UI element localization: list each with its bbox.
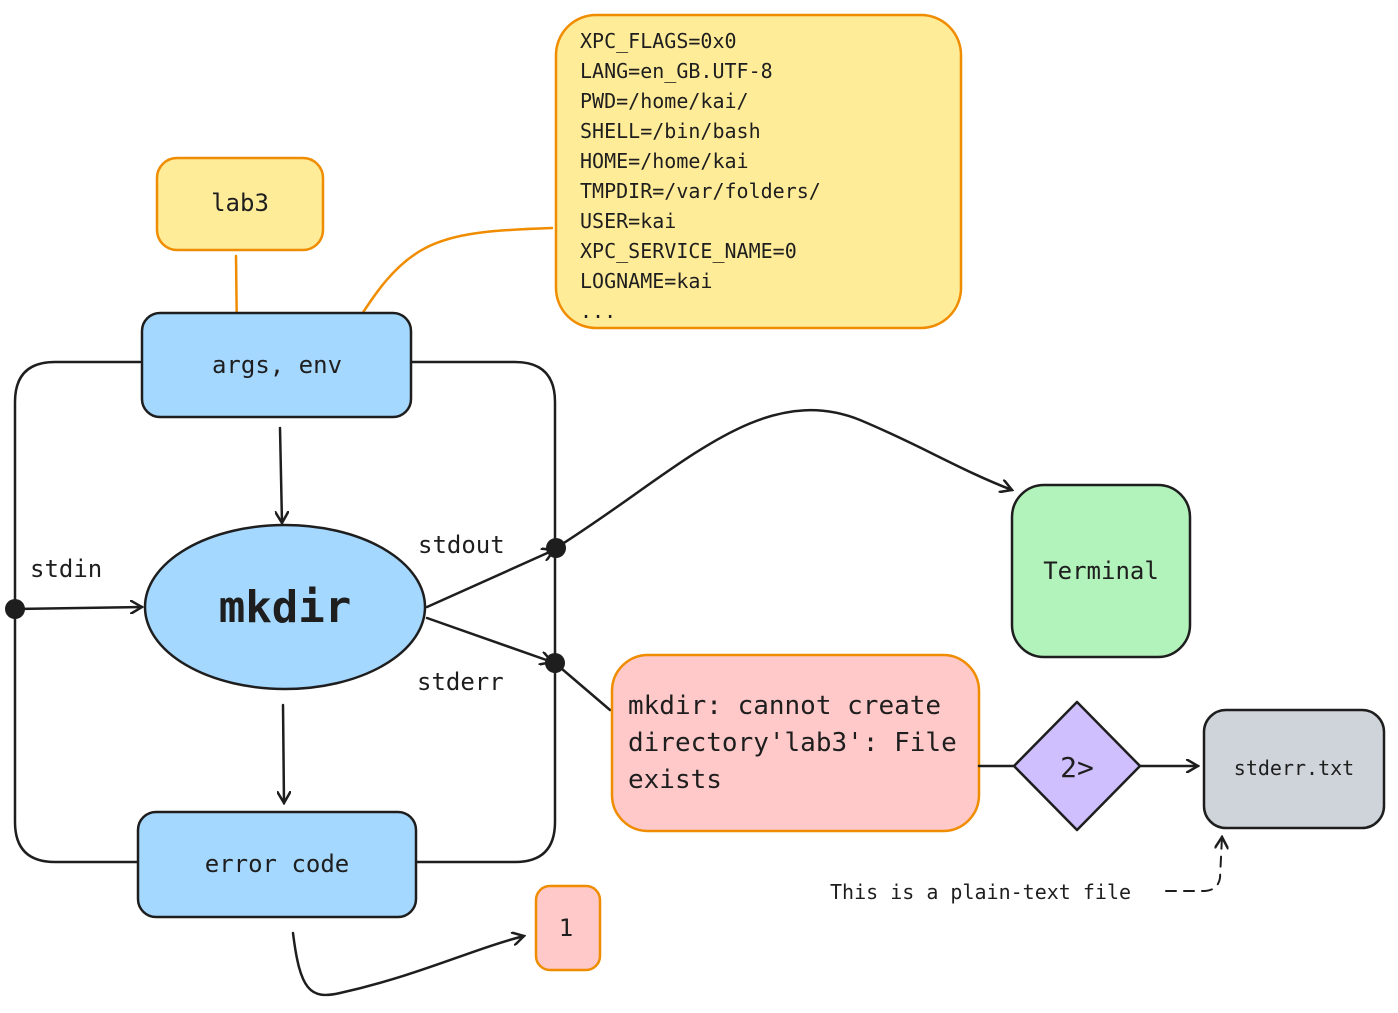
process-frame-right [410,360,557,864]
error-message-line: exists [628,765,722,795]
arg-value-text: lab3 [211,189,269,217]
process-node: mkdir [143,523,427,691]
env-var-line: LOGNAME=kai [580,269,712,293]
stderr-file-text: stderr.txt [1234,756,1354,780]
stderr-label: stderr [417,668,504,696]
file-note-arrow [1165,837,1222,892]
redirect-operator-node: 2> [1012,700,1142,832]
args-env-node: args, env [140,311,413,419]
error-code-to-value-arrow [291,933,524,997]
error-message-line: directory'lab3': File [628,728,957,758]
env-var-line: ... [580,299,616,323]
exit-value-node: 1 [534,884,602,972]
stderr-arrow [425,616,552,662]
process-frame-left [13,360,142,864]
args-to-process-arrow [280,426,282,523]
terminal-node: Terminal [1010,483,1192,659]
error-code-text: error code [205,850,350,878]
env-var-line: SHELL=/bin/bash [580,119,761,143]
env-vars-node: XPC_FLAGS=0x0LANG=en_GB.UTF-8PWD=/home/k… [554,13,963,330]
args-env-text: args, env [212,351,342,379]
error-message-line: mkdir: cannot create [628,691,941,721]
env-var-line: TMPDIR=/var/folders/ [580,179,821,203]
env-var-line: PWD=/home/kai/ [580,89,749,113]
process-text: mkdir [219,582,351,633]
error-code-node: error code [136,810,418,919]
env-var-line: LANG=en_GB.UTF-8 [580,59,773,83]
stdout-label: stdout [418,531,505,559]
stderr-file-node: stderr.txt [1202,708,1386,830]
file-note-text: This is a plain-text file [830,880,1131,904]
env-to-args-arrow [346,226,554,340]
process-to-error-code-arrow [283,703,284,803]
arg-value-node: lab3 [155,156,325,252]
stdin-arrow [13,607,142,609]
env-var-line: XPC_SERVICE_NAME=0 [580,239,797,263]
stdout-to-terminal-arrow [554,409,1012,550]
stdin-label: stdin [30,555,102,583]
stderr-to-message-line [553,661,612,712]
env-var-line: XPC_FLAGS=0x0 [580,29,737,53]
redirect-operator-text: 2> [1060,751,1094,784]
env-var-line: USER=kai [580,209,676,233]
env-var-line: HOME=/home/kai [580,149,749,173]
exit-value-text: 1 [559,914,573,942]
terminal-text: Terminal [1043,557,1159,585]
stdout-arrow [425,550,554,609]
error-message-node: mkdir: cannot create directory'lab3': Fil… [610,653,981,833]
